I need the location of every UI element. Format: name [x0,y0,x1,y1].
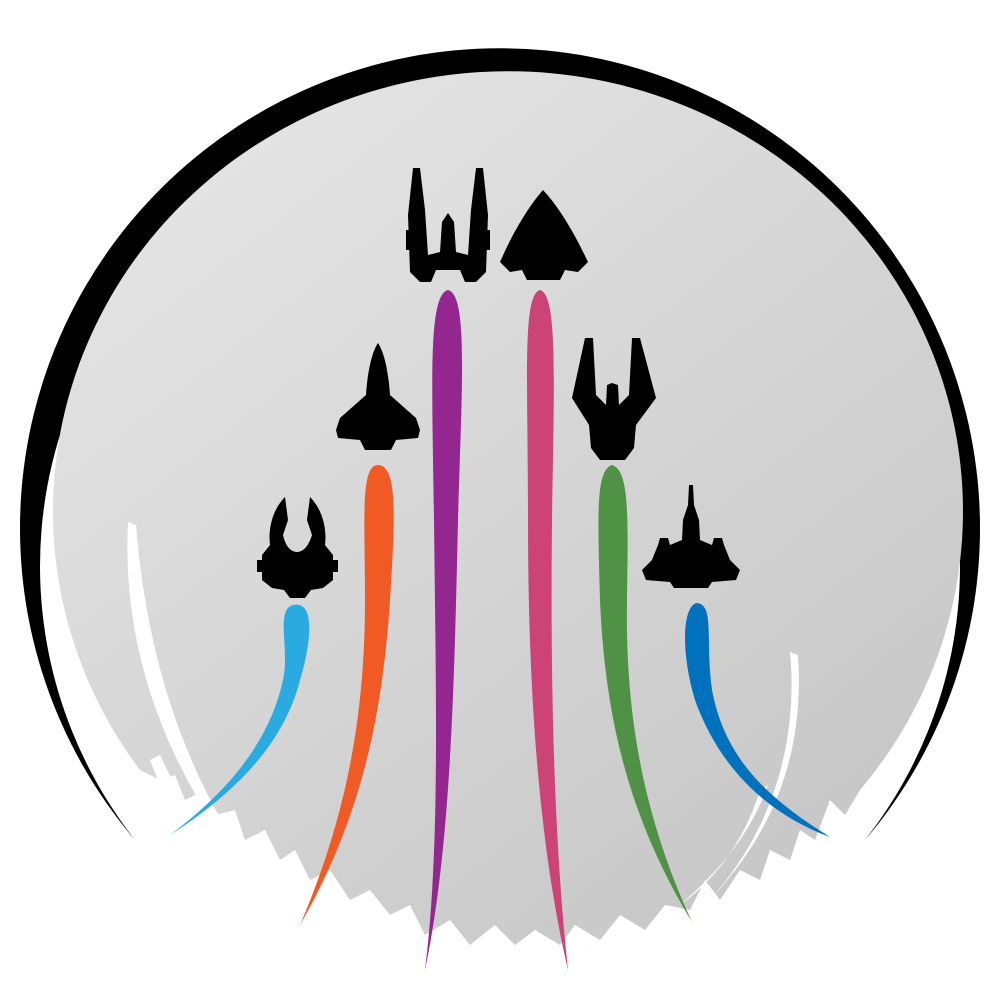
swoosh-left-inner [150,755,290,920]
trail-purple [425,290,463,970]
forked-warship-icon [572,338,656,460]
trail-pink [527,290,568,970]
swoosh-group [127,522,799,928]
trail-group [170,290,830,970]
shuttle-icon [336,343,420,450]
trail-blue [685,603,830,837]
claw-fighter-icon [257,497,338,598]
spire-fighter-icon [642,485,740,588]
twin-prong-cruiser-icon [406,168,490,282]
ship-group [257,168,740,598]
swoosh-left-outer [127,522,300,928]
trail-green [598,465,692,922]
delta-wing-icon [500,190,588,280]
trail-orange [300,465,394,925]
swoosh-right-outer [700,652,799,910]
swoosh-right-inner [680,785,768,905]
trail-light-blue [170,604,310,835]
